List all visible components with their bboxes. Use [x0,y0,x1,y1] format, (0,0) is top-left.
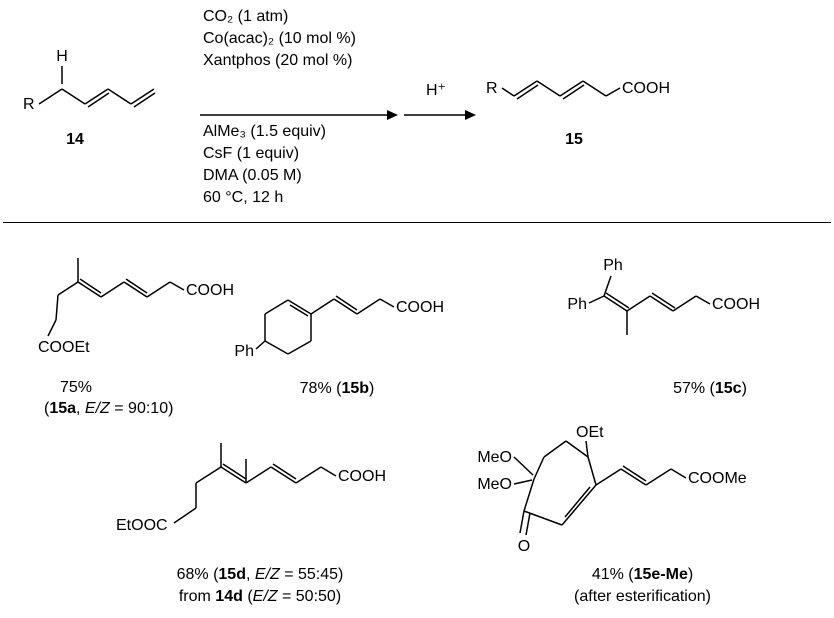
atom-label-cooh: COOH [712,296,760,313]
atom-label-cooh: COOH [622,80,670,97]
atom-label-ph: Ph [234,343,254,360]
paren-open: ( [242,588,253,605]
paren-close: ) [369,380,375,397]
atom-label-meo-top: MeO [477,449,512,466]
ez-label: E/Z [252,588,278,605]
skeleton-bonds [173,443,337,524]
atom-label-meo-bottom: MeO [477,476,512,493]
paren-open: ( [44,400,50,417]
second-arrow [404,110,476,120]
atom-label-cooh: COOH [186,282,234,299]
second-step-label: H⁺ [426,82,446,99]
skeleton-bonds [513,440,687,536]
compound-id: 15a [49,400,77,417]
arrowhead [387,110,398,120]
compound-id: 15d [218,566,246,583]
ez-value: = 55:45) [279,566,344,583]
reaction-arrow [200,110,398,120]
divider-line [3,222,831,223]
separator: , [76,400,85,417]
skeleton-bonds [501,80,621,100]
condition-line: AlMe₃ (1.5 equiv) [203,123,327,140]
skeleton-bonds [255,295,395,355]
ez-label: E/Z [84,400,110,417]
atom-label-cooet: COOEt [38,339,90,356]
atom-label-r: R [486,80,498,97]
yield-text-15d: 68% (15d, E/Z = 55:45) [130,565,390,585]
yield-prefix: 78% ( [299,380,342,397]
structure-15: R COOH [486,80,670,100]
ez-value: = 90:10) [109,400,174,417]
condition-line: CO₂ (1 atm) [203,8,289,25]
yield-text-15e: 41% (15e-Me) [530,565,755,585]
yield-prefix: 57% ( [673,380,715,397]
condition-line: Co(acac)₂ (10 mol %) [203,30,356,47]
arrowhead [465,110,476,120]
note-text-15e: (after esterification) [574,588,711,605]
yield-text-15b: 78% (15b) [262,379,412,399]
conditions-below: AlMe₃ (1.5 equiv) CsF (1 equiv) DMA (0.0… [203,121,326,209]
paren-close: ) [687,566,694,583]
from-text-15d: from 14d (E/Z = 50:50) [130,587,390,607]
condition-line: CsF (1 equiv) [203,145,300,162]
skeleton-bonds [47,258,185,337]
atom-label-h: H [56,48,68,65]
compound-label-15: 15 [565,131,583,148]
atom-label-cooh: COOH [338,468,386,485]
skeleton-bonds [38,66,156,108]
atom-label-r: R [23,96,35,113]
structure-14: R H [23,48,156,113]
descriptor-text-15a: (15a, E/Z = 90:10) [44,399,173,419]
structure-15b: COOH Ph [234,295,444,360]
yield-text-15a: 75% [60,379,93,396]
compound-label-14: 14 [66,131,84,148]
compound-id: 15c [714,380,742,397]
structure-15e-me: MeO MeO OEt O COOMe [477,424,747,555]
yield-prefix: 68% ( [176,566,219,583]
yield-prefix: 41% ( [591,566,634,583]
structure-15c: Ph Ph COOH [567,257,760,335]
structure-15a: COOH COOEt [38,258,234,356]
compound-id: 14d [215,588,243,605]
atom-label-ph-top: Ph [603,257,623,274]
atom-label-etooc: EtOOC [116,517,168,534]
ez-value: = 50:50) [277,588,342,605]
atom-label-coome: COOMe [688,470,747,487]
atom-label-ph-left: Ph [567,296,587,313]
conditions-above: CO₂ (1 atm) Co(acac)₂ (10 mol %) Xantpho… [203,6,356,72]
atom-label-oet: OEt [576,424,604,441]
condition-line: Xantphos (20 mol %) [203,52,353,69]
condition-line: 60 °C, 12 h [203,189,284,206]
compound-id: 15e-Me [633,566,688,583]
paren-close: ) [741,380,747,397]
condition-line: DMA (0.05 M) [203,167,302,184]
separator: , [245,566,255,583]
atom-label-o: O [518,538,530,555]
from-prefix: from [178,588,216,605]
structure-15d: EtOOC COOH [116,443,386,534]
compound-id: 15b [341,380,370,397]
atom-label-cooh: COOH [396,299,444,316]
yield-text-15c: 57% (15c) [635,379,785,399]
ez-label: E/Z [254,566,280,583]
skeleton-bonds [588,275,711,335]
